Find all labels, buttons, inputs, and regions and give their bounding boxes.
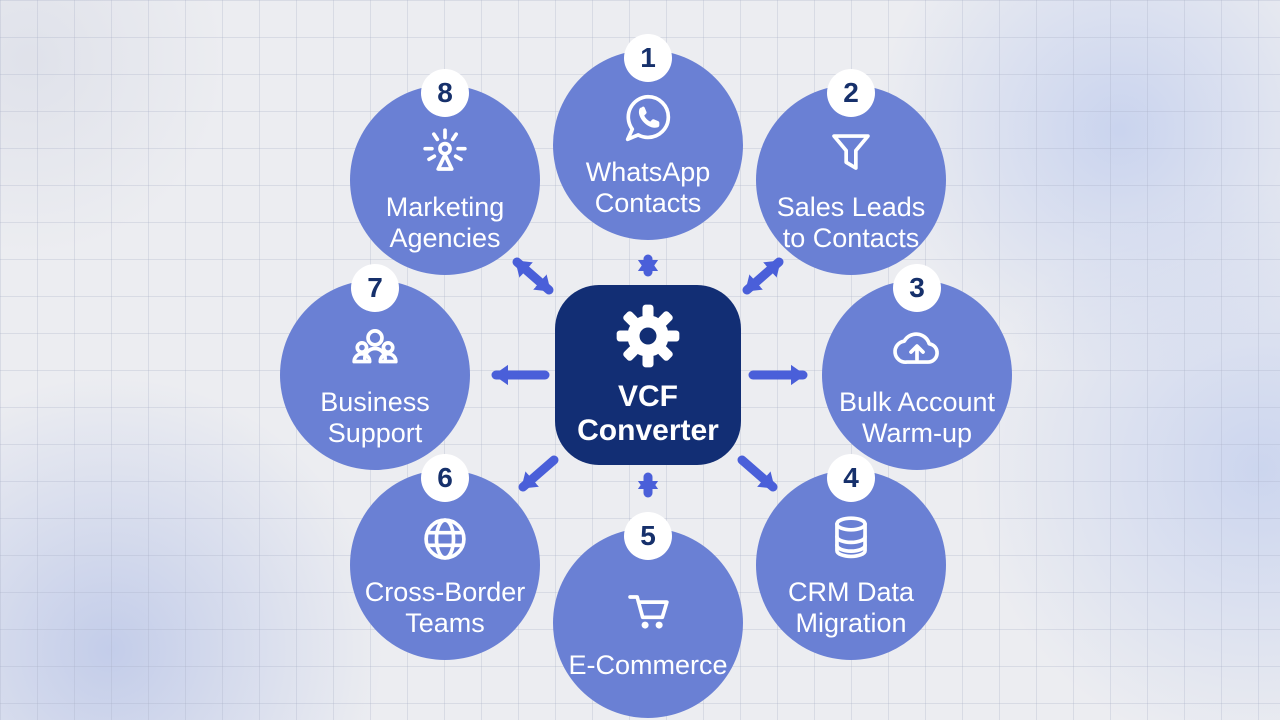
globe-icon (424, 518, 466, 560)
spoke-cross-border-teams: 6 Cross-Border Teams (350, 454, 540, 660)
spoke-business-support: 7 Business Support (280, 264, 470, 470)
spoke-label: Sales Leads to Contacts (776, 192, 926, 253)
arrow-top-left-double (512, 257, 554, 295)
spoke-label: E-Commerce (568, 650, 728, 681)
database-icon (835, 516, 867, 559)
spoke-label: Business Support (320, 387, 430, 448)
spoke-number-badge: 8 (421, 69, 469, 117)
team-icon (352, 329, 398, 364)
spoke-number-badge: 3 (893, 264, 941, 312)
spoke-whatsapp-contacts: 1 WhatsApp Contacts (553, 34, 743, 240)
spoke-crm-data-migration: 4 CRM Data Migration (756, 454, 946, 660)
whatsapp-icon (625, 94, 671, 142)
spoke-marketing-agencies: 8 Marketing Agencies (350, 69, 540, 275)
arrow-top-right-double (742, 257, 784, 295)
spotlight-person-icon (423, 128, 467, 171)
spoke-label: CRM Data Migration (787, 577, 915, 638)
spoke-label: Marketing Agencies (385, 192, 505, 253)
cloud-upload-icon (893, 332, 939, 364)
gear-icon (616, 304, 680, 367)
spoke-bulk-account-warmup: 3 Bulk Account Warm-up (822, 264, 1012, 470)
arrow-bottom-right (737, 455, 778, 492)
spoke-label: Bulk Account Warm-up (838, 387, 996, 448)
spoke-number-badge: 2 (827, 69, 875, 117)
shopping-cart-icon (628, 595, 669, 629)
spoke-number-badge: 1 (624, 34, 672, 82)
center-hub: VCF Converter (555, 285, 741, 465)
spoke-number-badge: 7 (351, 264, 399, 312)
center-title: VCF Converter (577, 379, 719, 448)
spoke-sales-leads: 2 Sales Leads to Contacts (756, 69, 946, 275)
spoke-number-badge: 6 (421, 454, 469, 502)
spoke-ecommerce: 5 E-Commerce (553, 512, 743, 718)
spoke-label: Cross-Border Teams (364, 577, 526, 638)
arrow-bottom-left (518, 455, 559, 492)
funnel-icon (832, 134, 870, 170)
spoke-number-badge: 4 (827, 454, 875, 502)
spoke-label: WhatsApp Contacts (585, 157, 711, 218)
spoke-number-badge: 5 (624, 512, 672, 560)
